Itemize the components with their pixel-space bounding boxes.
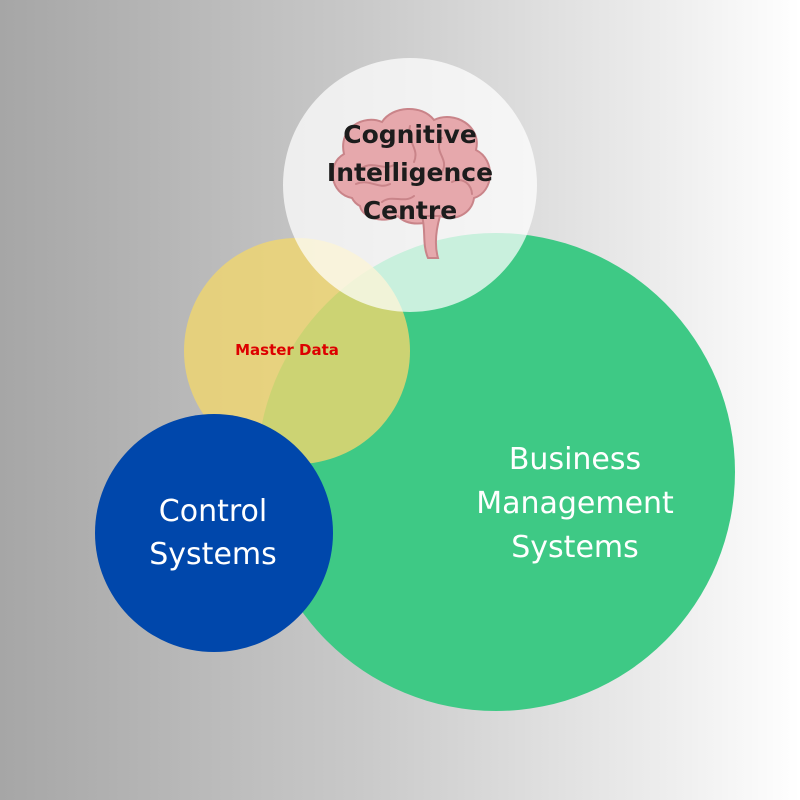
control-systems-circle xyxy=(95,414,333,652)
master-data-label: Master Data xyxy=(235,341,339,359)
business-management-label: Business Management Systems xyxy=(476,442,674,565)
control-systems-label: Control Systems xyxy=(149,494,277,572)
cognitive-intelligence-label: Cognitive Intelligence Centre xyxy=(326,120,494,225)
brain-icon xyxy=(331,107,491,259)
